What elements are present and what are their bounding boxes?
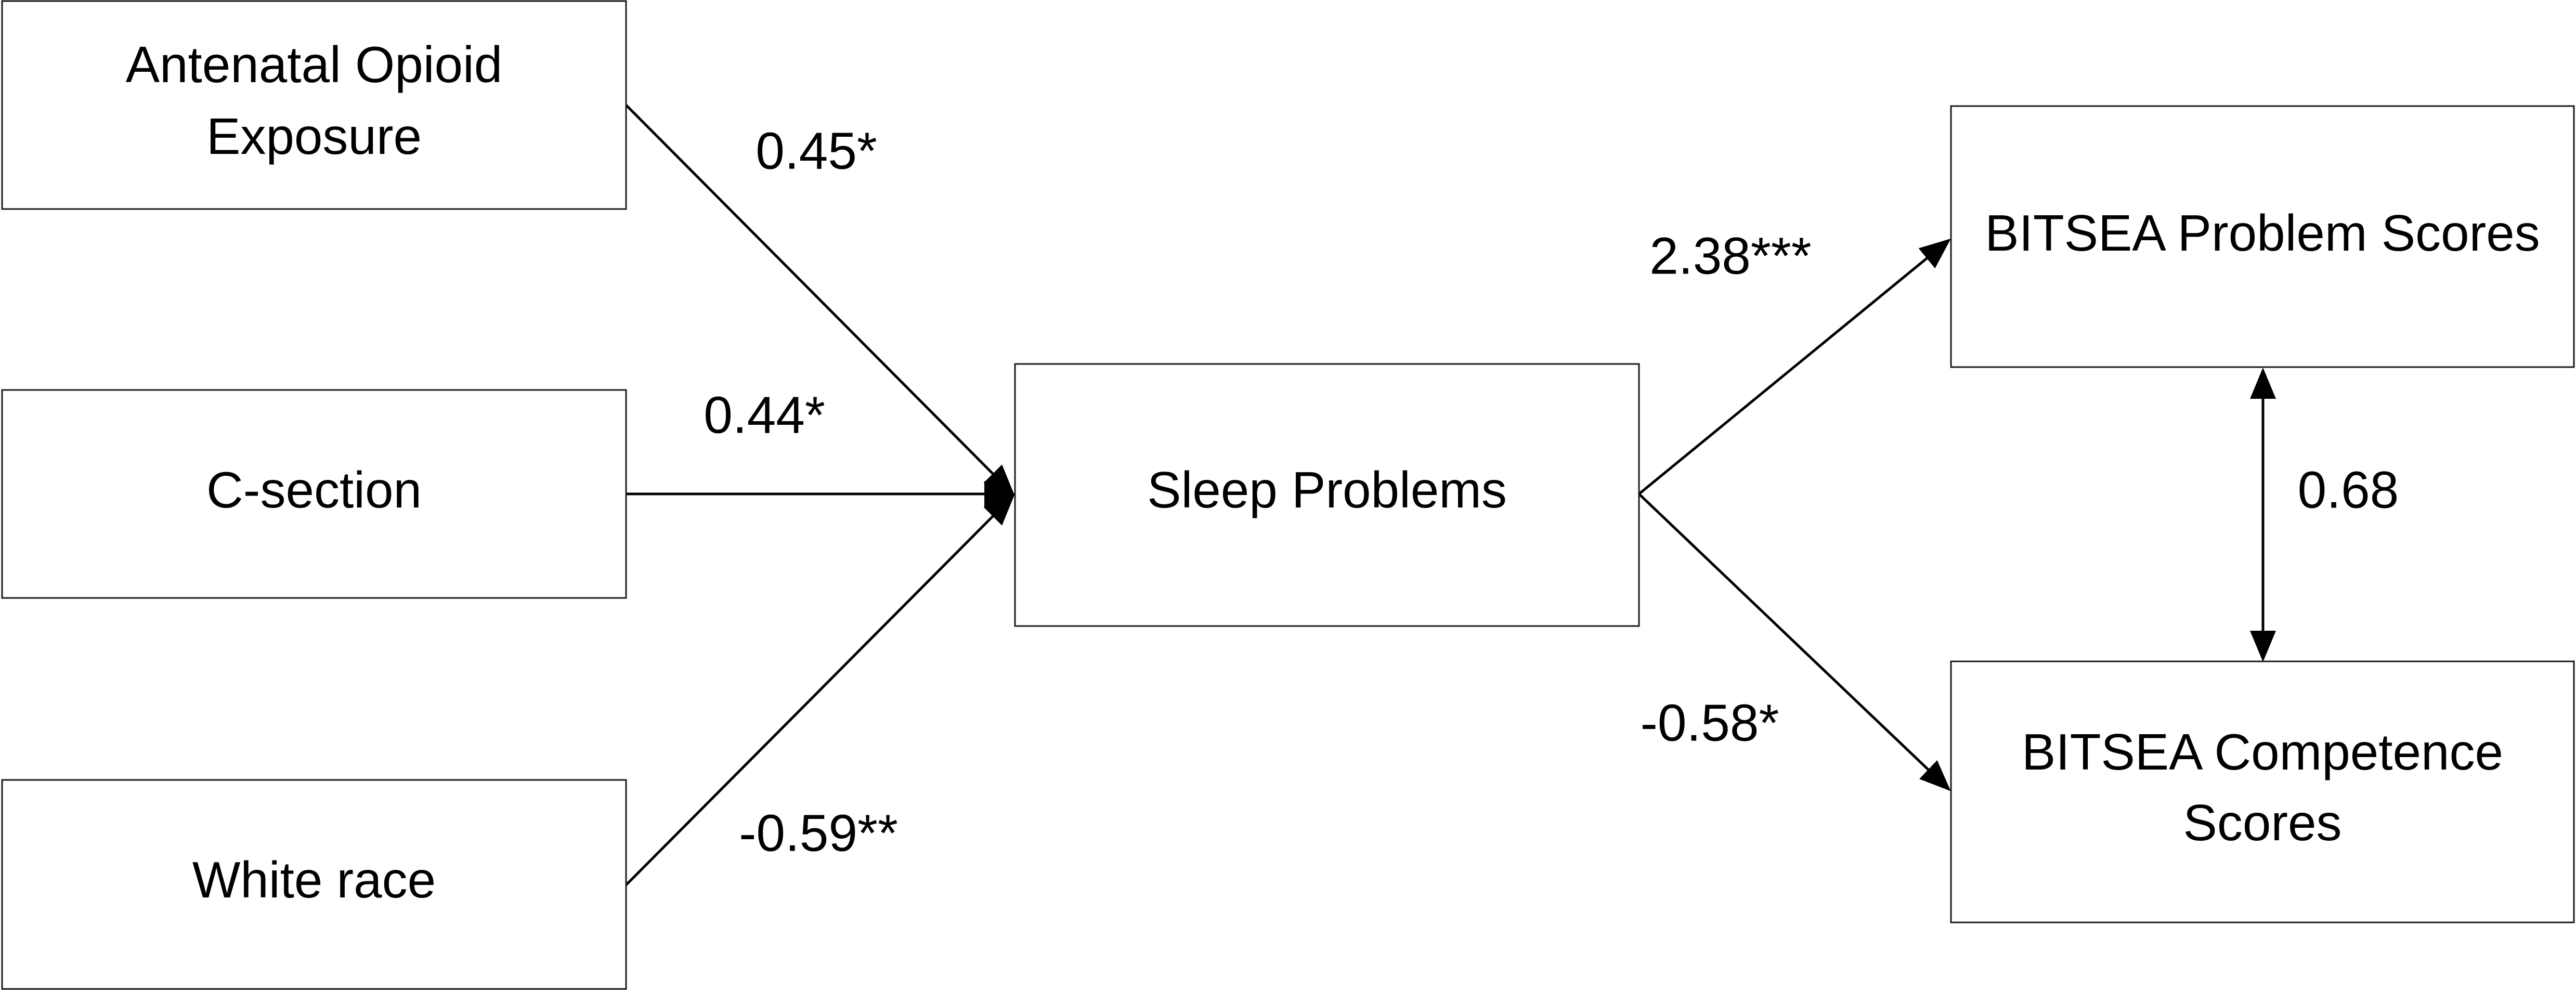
node-antenatal-opioid-exposure: Antenatal Opioid Exposure [1,0,627,210]
edge-label-white-sleep: -0.59** [739,804,898,862]
node-label-line: White race [192,851,436,908]
node-label-line: Exposure [206,108,422,165]
node-label-line: C-section [206,461,422,518]
edge-label-problem-competence: 0.68 [2298,461,2399,519]
node-bitsea-problem-scores: BITSEA Problem Scores [1950,105,2575,368]
node-c-section: C-section [1,389,627,599]
node-sleep-problems: Sleep Problems [1014,363,1640,627]
node-label-line: Sleep Problems [1147,461,1507,518]
edge-white-to-sleep [625,494,1015,886]
edge-labels: 0.45* 0.44* -0.59** 2.38*** -0.58* 0.68 [704,122,2399,862]
node-white-race: White race [1,779,627,990]
edge-opioid-to-sleep [625,104,1015,496]
edge-label-sleep-competence: -0.58* [1641,694,1779,752]
node-label-line: BITSEA Problem Scores [1985,204,2540,262]
edge-label-opioid-sleep: 0.45* [756,122,877,180]
edge-sleep-to-problem [1638,238,1951,495]
node-label-line: Scores [2183,794,2341,851]
edge-label-sleep-problem: 2.38*** [1649,227,1811,285]
edges [625,104,2276,886]
edge-sleep-to-competence [1638,493,1951,791]
node-label-line: Antenatal Opioid [126,36,503,93]
node-label-line: BITSEA Competence [2022,723,2503,780]
node-bitsea-competence-scores: BITSEA Competence Scores [1950,660,2575,923]
edge-label-csection-sleep: 0.44* [704,386,825,444]
